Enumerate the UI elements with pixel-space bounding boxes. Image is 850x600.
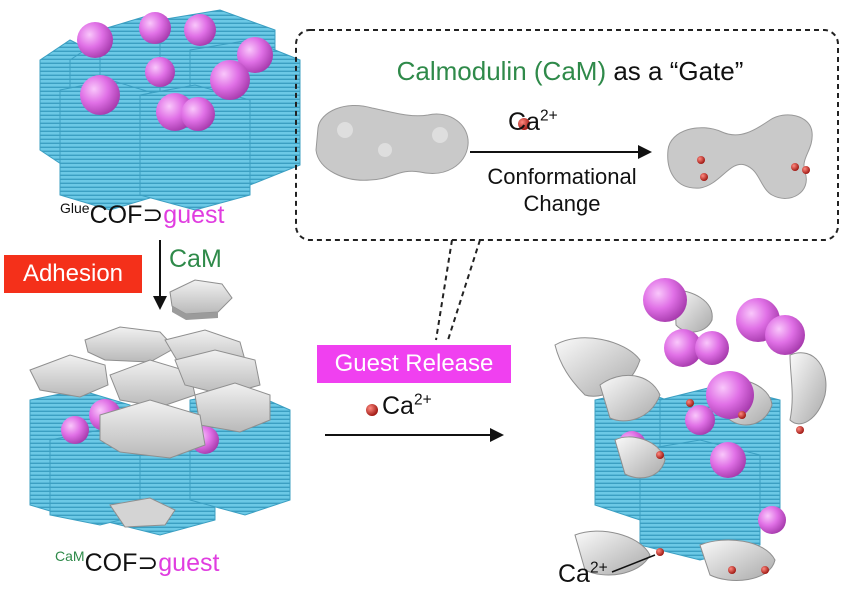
ion-symbol: Ca	[558, 560, 590, 588]
callout-calcium-label: Ca2+	[508, 108, 558, 137]
ion-charge: 2+	[413, 391, 432, 409]
ion-charge: 2+	[539, 107, 558, 125]
cam-superscript: CaM	[55, 548, 85, 564]
guest-label: guest	[163, 201, 225, 229]
glue-cof-stack	[39, 9, 301, 211]
release-calcium-label: Ca2+	[382, 392, 432, 421]
cam-reagent-label: CaM	[169, 245, 222, 273]
callout-title-suffix: as a “Gate”	[606, 56, 744, 86]
compact-calmodulin	[315, 104, 469, 181]
cam-disk-icon	[169, 279, 233, 320]
ion-symbol: Ca	[382, 392, 414, 420]
callout-title: Calmodulin (CaM) as a “Gate”	[300, 56, 840, 87]
product-calcium-label: Ca2+	[558, 560, 608, 589]
ion-charge: 2+	[589, 559, 608, 577]
adhesion-badge: Adhesion	[4, 255, 142, 293]
extended-calmodulin	[667, 114, 813, 199]
conformational-label-line2: Change	[523, 191, 601, 216]
glue-superscript: Glue	[60, 200, 90, 216]
adhesion-arrow	[153, 240, 167, 310]
conformational-label-line1: Conformational	[487, 164, 637, 189]
glue-cof-label: GlueCOF⊃guest	[60, 200, 224, 230]
released-cof-stack	[554, 278, 827, 581]
release-arrow	[325, 404, 504, 442]
cam-cof-label: CaMCOF⊃guest	[55, 548, 219, 578]
cam-cof-stack	[29, 326, 291, 536]
cof-base-label: COF⊃	[89, 201, 164, 229]
callout-title-prefix: Calmodulin (CaM)	[396, 56, 607, 86]
guest-label: guest	[158, 549, 220, 577]
conformational-arrow	[470, 118, 652, 159]
guest-release-badge: Guest Release	[317, 345, 511, 383]
callout-box	[295, 29, 839, 341]
cof-base-label: COF⊃	[84, 549, 159, 577]
ion-symbol: Ca	[508, 108, 540, 136]
